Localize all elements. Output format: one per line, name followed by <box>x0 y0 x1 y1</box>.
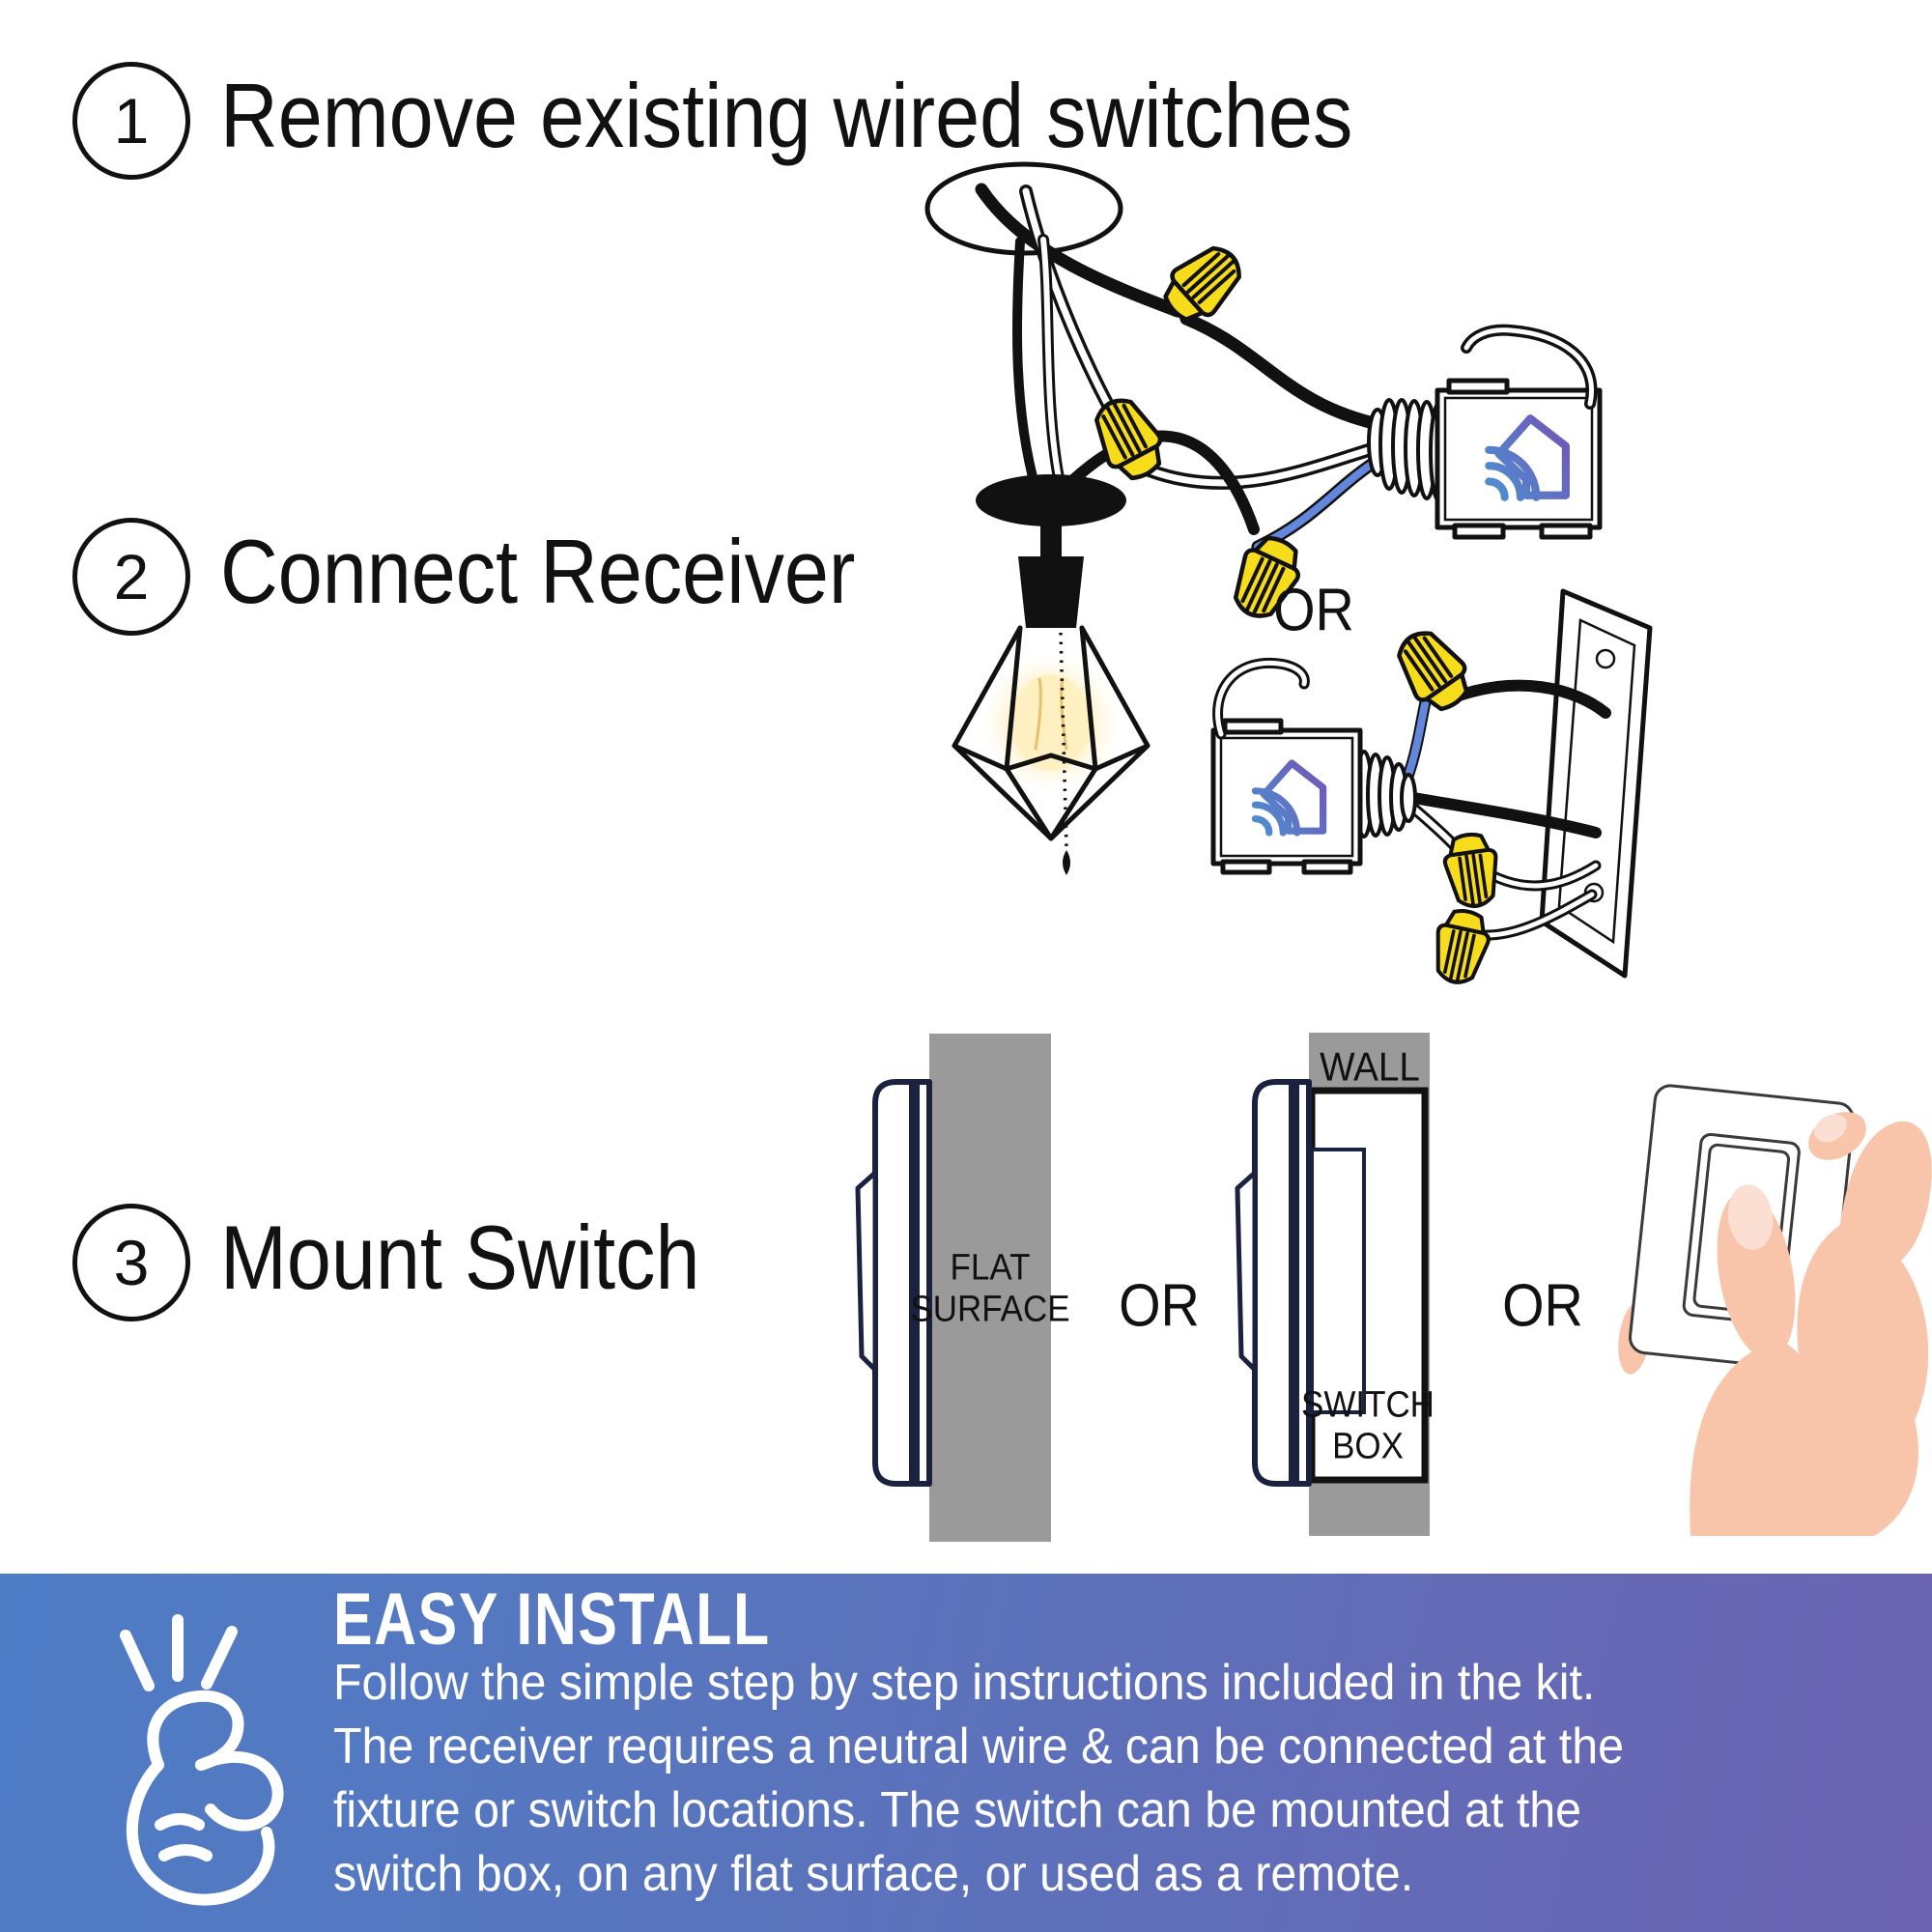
hand <box>1690 1121 1932 1536</box>
banner-text-line: The receiver requires a neutral wire & c… <box>333 1719 1625 1775</box>
switch-back-box <box>1310 1148 1366 1414</box>
snap-fingers-icon <box>120 1614 284 1906</box>
ceiling-fixture-diagram <box>924 161 1603 875</box>
step-3-badge: 3 <box>72 1204 190 1321</box>
easy-install-banner: EASY INSTALL Follow the simple step by s… <box>0 1574 1932 1932</box>
flat-surface-mounting-diagram <box>858 1034 1051 1542</box>
flat-surface-label-line1: FLAT <box>950 1247 1031 1289</box>
wire-nut <box>1154 236 1252 331</box>
black-wire <box>1011 237 1040 493</box>
flat-surface-bar <box>929 1034 1051 1542</box>
step-3-title: Mount Switch <box>220 1207 700 1308</box>
light-bulb <box>1012 674 1090 771</box>
switch-box-connection-diagram <box>1210 588 1653 987</box>
switch-box-label: SWITCH BOX <box>1301 1384 1435 1466</box>
pull-chain-tip <box>1063 850 1070 875</box>
banner-body: Follow the simple step by step instructi… <box>333 1651 1721 1906</box>
or-label-mount-right: OR <box>1502 1272 1583 1340</box>
receiver-box <box>1210 718 1363 875</box>
switch-box-label-line2: BOX <box>1332 1426 1404 1466</box>
black-wire <box>1179 312 1388 432</box>
banner-text-line: Follow the simple step by step instructi… <box>333 1655 1596 1711</box>
or-label-mount-left: OR <box>1119 1272 1200 1340</box>
flat-surface-label-line2: SURFACE <box>910 1289 1070 1329</box>
receiver-box <box>1435 378 1603 540</box>
step-2-title: Connect Receiver <box>220 521 856 622</box>
black-wire <box>1448 679 1611 719</box>
wire-nut <box>1429 906 1493 987</box>
white-wire <box>1146 442 1385 487</box>
antenna-wire <box>1215 661 1307 737</box>
pendant-lamp <box>952 474 1151 875</box>
step-1-badge: 1 <box>72 62 190 180</box>
banner-text-line: fixture or switch locations. The switch … <box>333 1782 1582 1838</box>
fingernail <box>1814 1114 1847 1143</box>
switch-box-mounting-diagram <box>1237 1033 1430 1536</box>
banner-text-line: switch box, on any flat surface, or used… <box>333 1846 1414 1902</box>
blue-neutral-wire <box>1254 454 1385 551</box>
black-wire <box>1397 790 1602 838</box>
step-2-number: 2 <box>113 541 150 612</box>
wire-nut <box>1387 621 1479 719</box>
step-1-title: Remove existing wired switches <box>220 65 1353 166</box>
thumbnail <box>1727 1184 1774 1250</box>
white-wire <box>1040 237 1064 491</box>
flat-surface-label: FLAT SURFACE <box>910 1247 1069 1329</box>
or-label-connect: OR <box>1273 577 1354 644</box>
black-wire <box>975 183 1184 318</box>
banner-heading: EASY INSTALL <box>333 1578 771 1661</box>
hand-with-remote-switch <box>1618 1084 1932 1536</box>
step-1-number: 1 <box>113 85 150 156</box>
switch-box-label-line1: SWITCH <box>1301 1384 1435 1426</box>
step-3-number: 3 <box>113 1227 150 1298</box>
antenna-wire <box>1463 327 1594 407</box>
switch-side-view <box>1237 1082 1309 1484</box>
step-2-badge: 2 <box>72 518 190 636</box>
wall-label: WALL <box>1320 1043 1420 1090</box>
